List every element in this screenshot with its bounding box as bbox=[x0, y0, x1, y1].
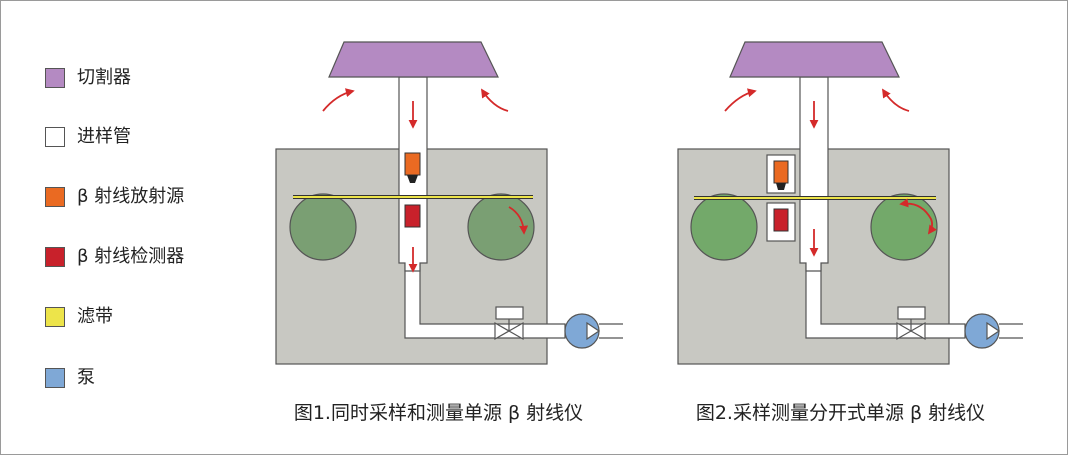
figure2-pipe-exit bbox=[999, 323, 1023, 339]
figure2-pump-arrow-icon bbox=[986, 321, 1001, 341]
figure2-inlet-tube bbox=[799, 76, 829, 272]
figure2-intake-arrow-left bbox=[724, 88, 757, 112]
legend-label: β 射线放射源 bbox=[77, 186, 185, 207]
figure2-diagram bbox=[677, 41, 1023, 365]
figure2-beta-source bbox=[773, 160, 789, 184]
beta-source-swatch bbox=[45, 187, 65, 207]
filter-tape-swatch bbox=[45, 307, 65, 327]
beta-detector-swatch bbox=[45, 247, 65, 267]
figure2-valve-body bbox=[896, 321, 926, 341]
figure2-intake-arrow-right bbox=[882, 88, 910, 112]
figure2-caption: 图2.采样测量分开式单源 β 射线仪 bbox=[695, 402, 986, 424]
figure1-right-reel bbox=[467, 193, 535, 261]
figure1-diagram bbox=[275, 41, 623, 365]
pump-swatch bbox=[45, 368, 65, 388]
figure1-cutter bbox=[328, 41, 499, 78]
figure2-valve-actuator bbox=[897, 306, 926, 320]
legend-label: 进样管 bbox=[77, 126, 131, 147]
legend-label: 泵 bbox=[77, 367, 95, 388]
legend-label: 滤带 bbox=[77, 306, 113, 327]
figure1-beta-detector bbox=[404, 204, 421, 228]
cutter-swatch bbox=[45, 68, 65, 88]
inlet-tube-swatch bbox=[45, 127, 65, 147]
figure2-beta-detector bbox=[773, 208, 789, 232]
figure2-beta-source-nozzle bbox=[776, 183, 786, 190]
figure2-reel-rotation-arrow bbox=[899, 198, 937, 235]
figure1-beta-source-nozzle bbox=[407, 175, 418, 183]
figure2-left-reel bbox=[690, 193, 758, 261]
figure1-pump-arrow-icon bbox=[586, 321, 601, 341]
legend-label: β 射线检测器 bbox=[77, 246, 185, 267]
figure1-intake-arrow-right bbox=[481, 88, 509, 112]
figure1-beta-source bbox=[404, 152, 421, 176]
figure1-valve-actuator bbox=[495, 306, 524, 320]
figure1-left-reel bbox=[289, 193, 357, 261]
figure1-pipe-exit bbox=[599, 323, 623, 339]
figure1-caption: 图1.同时采样和测量单源 β 射线仪 bbox=[293, 402, 584, 424]
figure1-reel-rotation-arrow bbox=[508, 206, 529, 235]
figure1-intake-arrow-left bbox=[322, 88, 355, 112]
legend-label: 切割器 bbox=[77, 67, 131, 88]
figure2-cutter bbox=[729, 41, 900, 78]
figure1-valve-body bbox=[494, 321, 524, 341]
